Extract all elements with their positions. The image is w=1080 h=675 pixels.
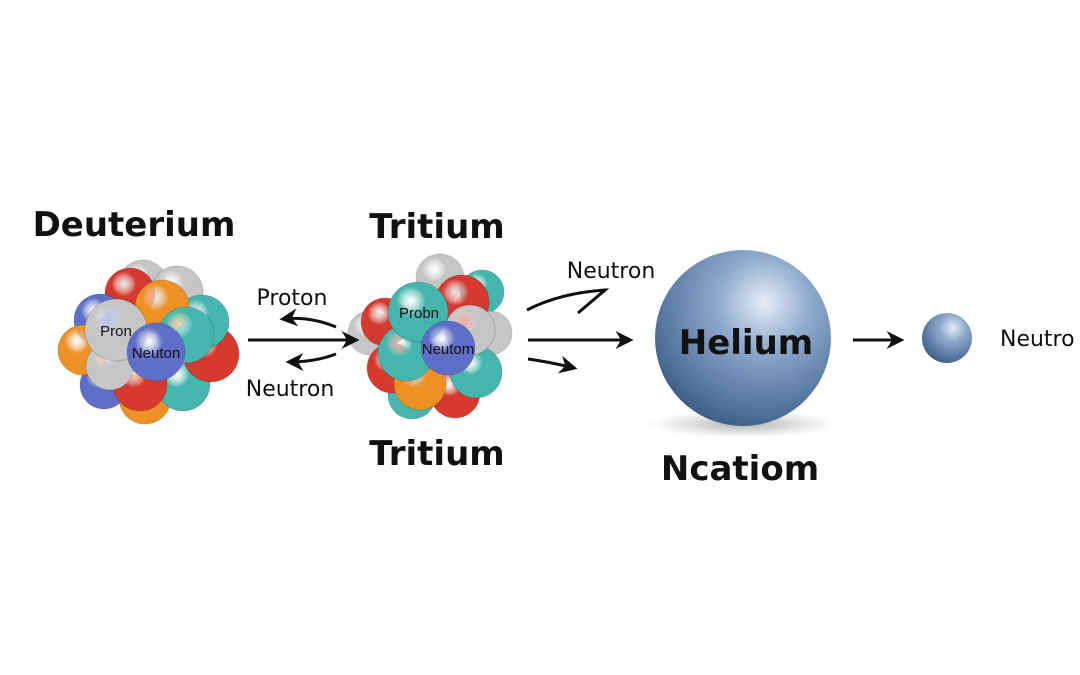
neutron-in-label: Neutron [567, 259, 656, 284]
proton-arrow-label: Proton [257, 286, 328, 311]
tritium-proton-label: Probn [399, 305, 439, 322]
deuterium-neutron-label: Neuton [132, 345, 180, 362]
neutron-arrow [285, 352, 337, 371]
deuterium-proton-label: Pron [100, 323, 132, 340]
tritium-neutron-label: Neutom [422, 341, 475, 358]
tritium-nucleus [347, 253, 513, 420]
neutron-curve-arrow [526, 288, 610, 315]
neutron-out-label: Neutro [1000, 327, 1075, 352]
neutron-particle [922, 313, 972, 363]
proton-arrow [279, 308, 337, 329]
helium-label: Helium [679, 323, 813, 363]
tritium-title-bottom: Tritium [369, 434, 504, 474]
tritium-title-top: Tritium [369, 207, 504, 247]
deuterium-nucleon-ball [126, 322, 186, 382]
helium-nucleus [655, 250, 831, 426]
deuterium-title: Deuterium [33, 205, 236, 245]
helium-caption: Ncatiom [661, 449, 819, 489]
tritium-nucleon-ball [420, 320, 476, 376]
neutron-arrow-label: Neutron [246, 377, 335, 402]
deuterium-nucleus [57, 259, 240, 425]
small-curve-arrow [527, 355, 578, 374]
